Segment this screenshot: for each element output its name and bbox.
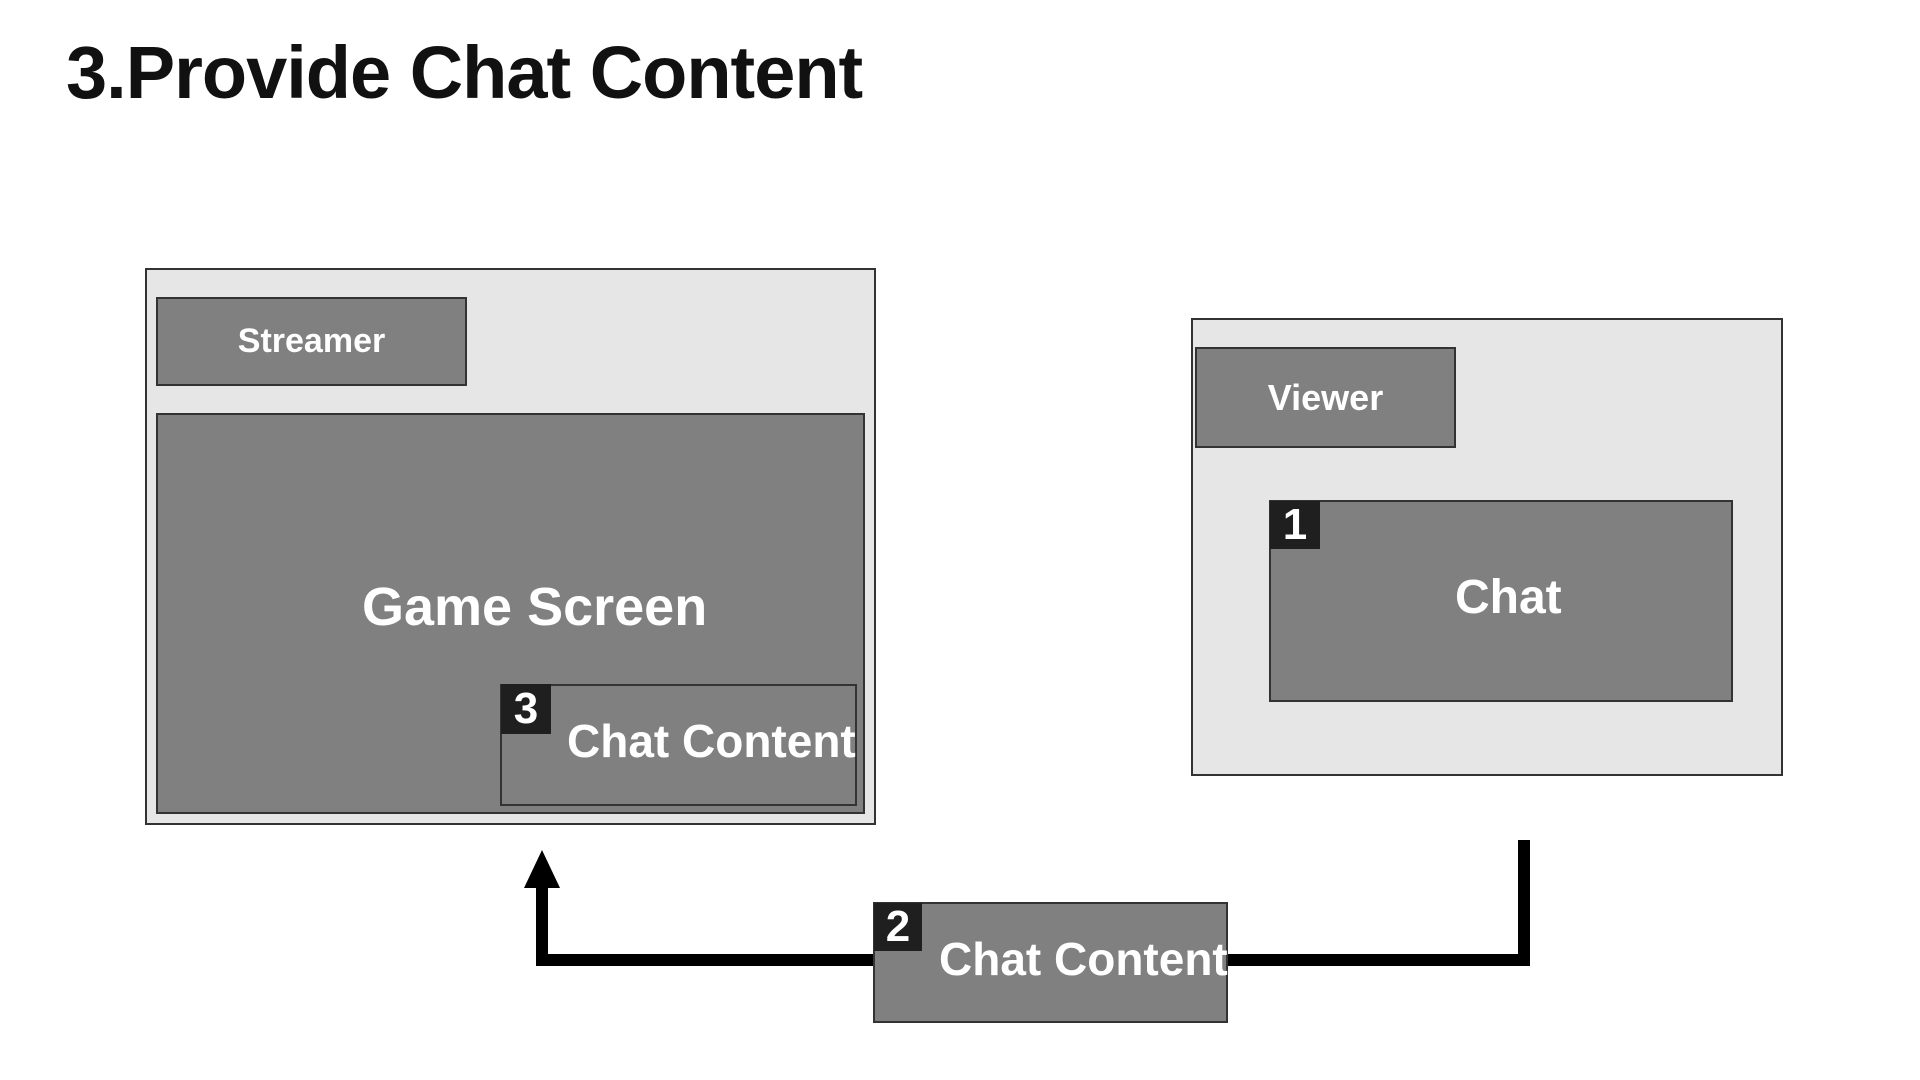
viewer-chat-box bbox=[1269, 500, 1733, 702]
transfer-chat-content-box bbox=[873, 902, 1228, 1023]
page-title: 3.Provide Chat Content bbox=[66, 31, 863, 114]
overlay-step-badge: 3 bbox=[501, 684, 551, 734]
arrow-head bbox=[524, 850, 560, 888]
streamer-header-box: Streamer bbox=[156, 297, 467, 386]
viewer-header-label: Viewer bbox=[1267, 376, 1384, 418]
viewer-chat-label: Chat bbox=[1455, 571, 1562, 624]
transfer-chat-content-label: Chat Content bbox=[939, 933, 1228, 985]
overlay-chat-content-label: Chat Content bbox=[567, 715, 856, 767]
overlay-chat-content-box bbox=[500, 684, 857, 806]
streamer-header-label: Streamer bbox=[237, 322, 386, 360]
viewer-chat-step-badge: 1 bbox=[1270, 500, 1320, 549]
viewer-header-box: Viewer bbox=[1195, 347, 1456, 448]
game-screen-label: Game Screen bbox=[362, 577, 708, 637]
transfer-step-badge: 2 bbox=[874, 902, 922, 951]
